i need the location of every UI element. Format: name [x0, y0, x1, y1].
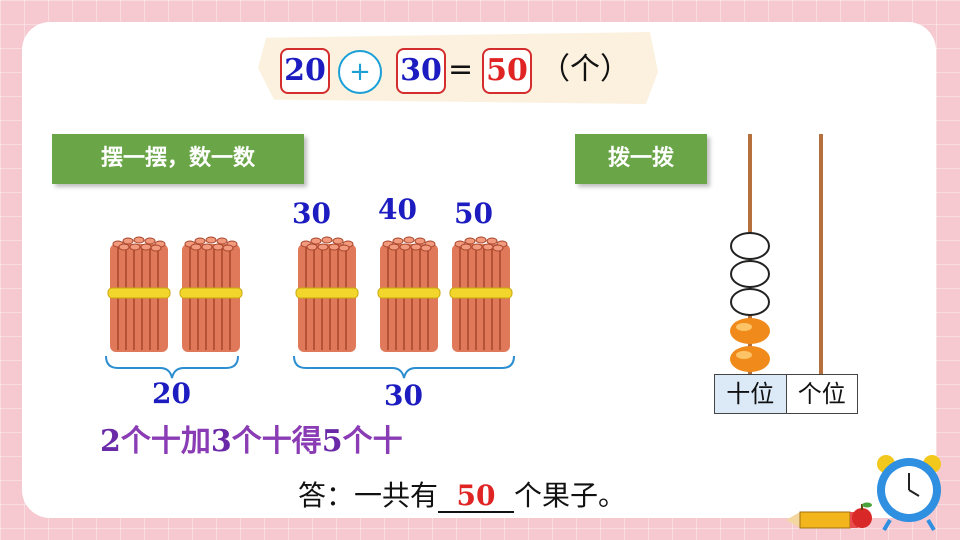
- count-label-40: 40: [378, 193, 417, 226]
- apple-icon: [852, 502, 872, 528]
- sentence-num-3: 5: [321, 424, 343, 459]
- pencil-icon: [786, 511, 858, 529]
- answer-suffix: 个果子。: [514, 479, 627, 512]
- bundle-3: [295, 236, 359, 353]
- sum-box: 50: [482, 48, 532, 94]
- group-label-left: 20: [152, 377, 191, 410]
- group-label-right: 30: [384, 379, 423, 412]
- sentence-num-1: 2: [100, 424, 121, 459]
- place-value-table: 十位 个位: [714, 374, 858, 414]
- count-label-30: 30: [292, 197, 331, 230]
- addend2-box: 30: [396, 48, 446, 94]
- brace-right: [293, 355, 515, 379]
- activity-tag-arrange: 摆一摆，数一数: [52, 134, 304, 184]
- ones-rod: [819, 134, 823, 374]
- addend1-box: 20: [280, 48, 330, 94]
- bundle-1: [107, 236, 171, 353]
- tens-addition-sentence: 2个十加3个十得5个十: [100, 424, 403, 460]
- sentence-text-2: 个十得: [231, 424, 322, 459]
- count-label-50: 50: [454, 197, 493, 230]
- bundle-4: [377, 236, 441, 353]
- answer-blank: 50: [438, 481, 515, 513]
- unit-label: （个）: [540, 52, 630, 87]
- bundle-5: [449, 236, 513, 353]
- tens-beads-colored: [730, 318, 770, 372]
- bundle-2: [179, 236, 243, 353]
- answer-prefix: 答：一共有: [298, 479, 439, 512]
- sentence-text-3: 个十: [342, 424, 403, 459]
- tens-place-label: 十位: [715, 375, 787, 413]
- ones-place-label: 个位: [797, 380, 846, 408]
- activity-tag-abacus: 拨一拨: [575, 134, 707, 184]
- brace-left: [105, 355, 239, 379]
- sentence-text-1: 个十加: [120, 424, 211, 459]
- equals-sign: =: [448, 52, 474, 87]
- plus-sign: +: [338, 50, 382, 94]
- tens-beads: [730, 232, 770, 316]
- alarm-clock-icon: [877, 455, 941, 532]
- sentence-num-2: 3: [210, 424, 232, 459]
